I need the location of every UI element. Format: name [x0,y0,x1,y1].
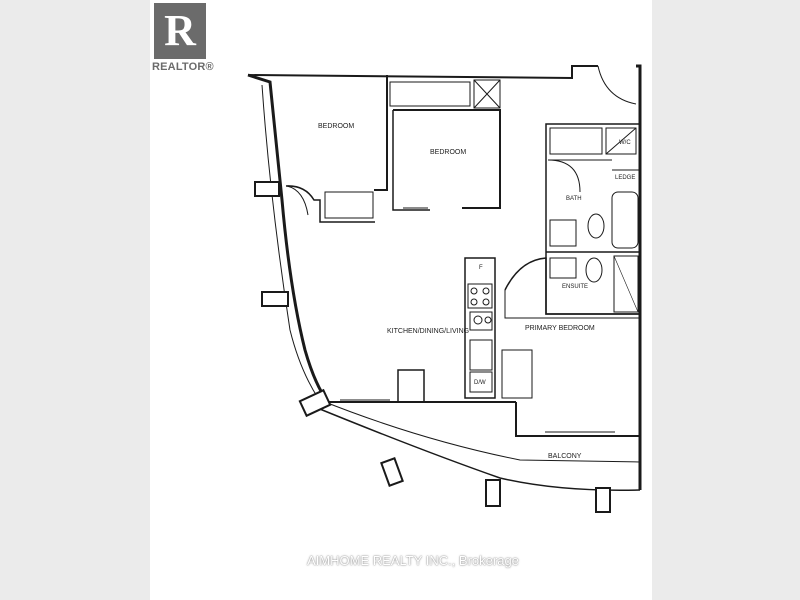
bedroom1-right-wall [374,75,388,191]
right-outer-wall [636,64,642,490]
primary-bedroom-label: PRIMARY BEDROOM [525,325,595,332]
bath-toilet [587,213,605,239]
duct-box-x [473,79,501,109]
bedroom2-walls [393,109,501,209]
ensuite-vanity [549,257,577,279]
primary-bottom-wall [515,402,640,437]
bedroom-1-label: BEDROOM [318,123,354,130]
bedroom2-left-wall [392,110,430,211]
balcony-label: BALCONY [548,453,582,460]
oven [469,311,493,331]
bedroom1-door-arc [286,185,309,216]
bath-door-arc [547,159,581,193]
bathroom-block [545,123,641,315]
bedroom2-closet [389,81,471,107]
realtor-logo-mark: R [154,3,206,59]
left-curved-wall-inner [261,84,319,399]
top-outer-wall [247,65,598,80]
kitchen-counter [464,257,496,399]
ledge-label: LEDGE [615,175,635,181]
balcony-column-2 [380,457,404,487]
sink [469,339,493,371]
dishwasher-label: D/W [474,380,486,386]
balcony-column-3 [485,479,501,507]
balcony-column-4 [595,487,611,513]
primary-closet [501,349,533,399]
balcony-rail [309,404,641,491]
wic-box [605,127,637,155]
ensuite-toilet [585,257,603,283]
bath-vanity [549,219,577,247]
kitchen-island [397,369,425,403]
wic-closet [549,127,603,155]
ensuite-shower [613,255,639,313]
brokerage-watermark: AIMHOME REALTY INC., Brokerage [307,553,519,568]
wic-label: W/C [619,140,631,146]
realtor-logo-word: REALTOR® [152,61,214,73]
corner-door-arc [597,65,637,105]
dishwasher [469,371,493,393]
fridge-label: F [479,265,483,271]
floorplan-sheet [150,0,652,600]
kitchen-dining-living-label: KITCHEN/DINING/LIVING [387,328,469,335]
duct-box [473,79,501,109]
balcony-column-1 [298,388,332,418]
bedroom1-closet [324,191,374,219]
bath-label: BATH [566,196,582,202]
bedroom-2-label: BEDROOM [430,149,466,156]
left-curved-wall [247,73,330,403]
primary-top-wall-inner [504,290,640,319]
cooktop [467,283,493,309]
column-2 [261,291,289,307]
column-1 [254,181,280,197]
balcony-edge [319,399,641,463]
realtor-logo: R REALTOR® [152,3,214,75]
bathtub [611,191,639,249]
primary-top-wall [504,257,640,315]
ensuite-label: ENSUITE [562,284,588,290]
bedroom1-bottom-wall [285,185,375,223]
